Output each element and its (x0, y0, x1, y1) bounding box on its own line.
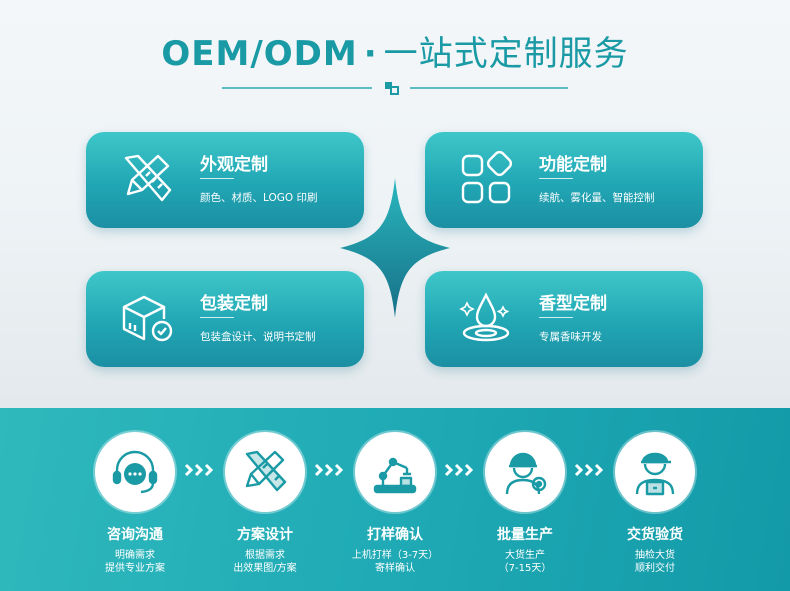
process-band: 咨询沟通 明确需求 提供专业方案 方案设计 根据需求 出效果图/方案 (0, 408, 790, 591)
step-detail: 寄样确认 (375, 563, 415, 574)
step-name: 打样确认 (367, 527, 423, 543)
process-step-production[interactable]: 批量生产 大货生产 （7-15天） (459, 432, 591, 575)
step-detail: 根据需求 (245, 550, 285, 561)
step-circle (355, 432, 435, 512)
title-ornament-icon (385, 82, 399, 95)
step-detail: 大货生产 (505, 550, 545, 561)
divider (539, 317, 573, 318)
service-title: 香型定制 (539, 294, 607, 314)
factory-worker-icon (505, 452, 547, 495)
service-card-function[interactable]: 功能定制 续航、雾化量、智能控制 (425, 132, 703, 228)
step-detail: 上机打样（3-7天） (351, 550, 439, 561)
step-detail: （7-15天） (498, 563, 552, 574)
divider (539, 178, 573, 179)
process-step-consult[interactable]: 咨询沟通 明确需求 提供专业方案 (69, 432, 201, 575)
pencil-ruler-icon (124, 154, 172, 202)
step-detail: 抽检大货 (635, 550, 675, 561)
service-desc: 续航、雾化量、智能控制 (539, 192, 655, 204)
process-step-delivery[interactable]: 交货验货 抽检大货 顺利交付 (589, 432, 721, 575)
page-title: OEM/ODM·一站式定制服务 (0, 26, 790, 75)
service-title: 包装定制 (200, 294, 268, 314)
step-detail: 明确需求 (115, 550, 155, 561)
service-desc: 专属香味开发 (539, 331, 602, 343)
step-detail: 出效果图/方案 (233, 563, 297, 574)
title-rule-right (410, 87, 568, 89)
chevrons-right-icon (184, 463, 214, 477)
step-circle (615, 432, 695, 512)
robot-arm-icon (373, 457, 417, 494)
design-tools-icon (245, 450, 287, 492)
service-card-packaging[interactable]: 包装定制 包装盒设计、说明书定制 (86, 271, 364, 367)
service-desc: 包装盒设计、说明书定制 (200, 331, 316, 343)
step-name: 交货验货 (627, 527, 683, 543)
water-drop-icon (459, 292, 510, 342)
step-name: 方案设计 (237, 527, 293, 543)
title-separator: · (363, 34, 378, 74)
service-card-appearance[interactable]: 外观定制 颜色、材质、LOGO 印刷 (86, 132, 364, 228)
chevrons-right-icon (314, 463, 344, 477)
package-box-icon (122, 295, 173, 342)
four-point-star-icon (340, 178, 450, 318)
divider (200, 178, 234, 179)
step-detail: 顺利交付 (635, 563, 675, 574)
step-detail: 提供专业方案 (105, 563, 165, 574)
title-en: OEM/ODM (161, 34, 358, 74)
chevrons-right-icon (574, 463, 604, 477)
service-card-fragrance[interactable]: 香型定制 专属香味开发 (425, 271, 703, 367)
title-zh: 一站式定制服务 (383, 34, 629, 74)
process-step-sampling[interactable]: 打样确认 上机打样（3-7天） 寄样确认 (329, 432, 461, 575)
service-title: 功能定制 (539, 155, 607, 175)
step-circle (95, 432, 175, 512)
service-title: 外观定制 (200, 155, 268, 175)
chevrons-right-icon (444, 463, 474, 477)
divider (200, 317, 234, 318)
step-circle (485, 432, 565, 512)
grid-blocks-icon (461, 150, 513, 204)
delivery-person-icon (635, 452, 675, 496)
process-step-design[interactable]: 方案设计 根据需求 出效果图/方案 (199, 432, 331, 575)
step-name: 批量生产 (497, 527, 553, 543)
chat-headset-icon (112, 450, 158, 494)
title-rule-left (222, 87, 372, 89)
step-circle (225, 432, 305, 512)
step-name: 咨询沟通 (107, 527, 163, 543)
service-desc: 颜色、材质、LOGO 印刷 (200, 192, 318, 204)
